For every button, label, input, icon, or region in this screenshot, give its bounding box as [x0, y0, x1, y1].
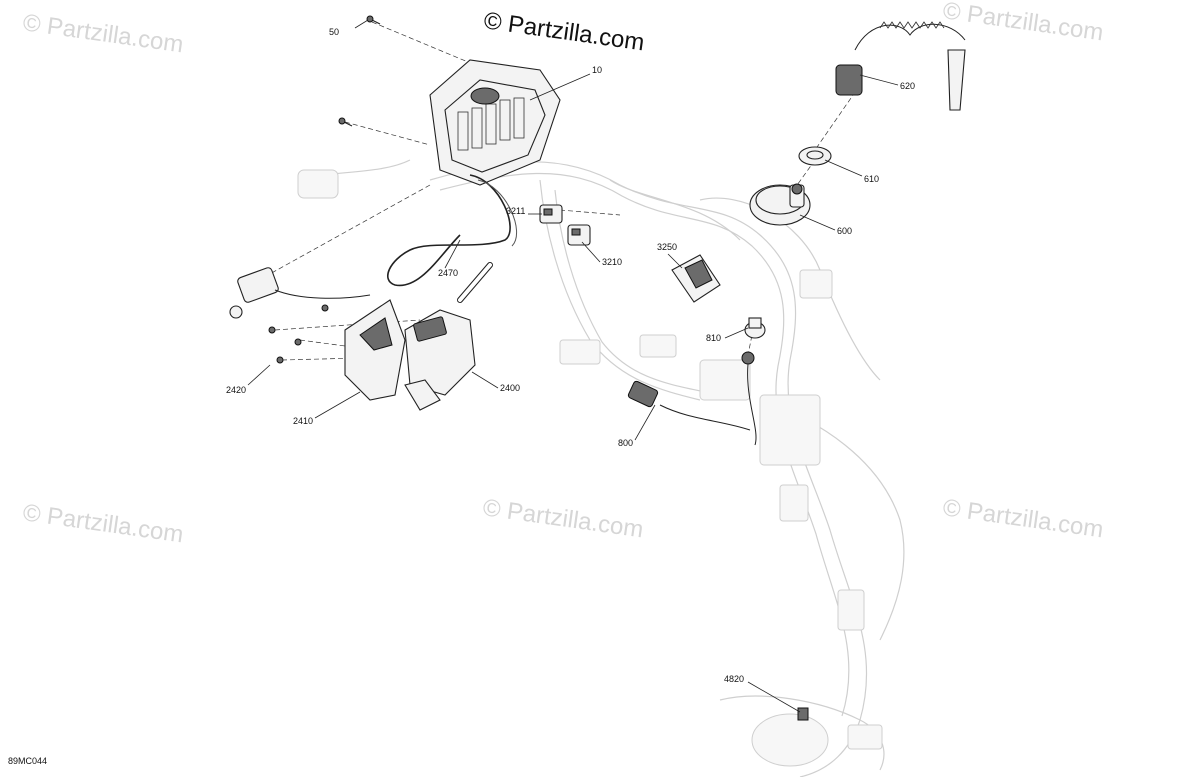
callout-2470: 2470	[438, 268, 458, 278]
callout-600: 600	[837, 226, 852, 236]
background-connector	[847, 724, 883, 750]
part-switch-3250[interactable]	[671, 254, 721, 303]
callout-810: 810	[706, 333, 721, 343]
callout-800: 800	[618, 438, 633, 448]
part-tether-cord-620[interactable]	[835, 21, 966, 111]
background-connector	[837, 589, 865, 631]
part-bracket-2410[interactable]	[344, 299, 406, 401]
background-bracket	[759, 394, 821, 466]
part-ignition-switch-600[interactable]	[749, 183, 811, 226]
callout-3211: 3211	[506, 206, 525, 216]
callout-3210: 3210	[602, 257, 622, 267]
background-connector	[779, 484, 809, 522]
callout-2410: 2410	[293, 416, 313, 426]
part-screw-lower[interactable]	[338, 117, 353, 127]
part-screw-50[interactable]	[366, 15, 381, 25]
part-connector-left[interactable]	[229, 267, 371, 319]
background-module	[699, 359, 751, 401]
part-screws-2420[interactable]	[268, 304, 329, 364]
watermark-top-right: © Partzilla.com	[941, 0, 1105, 46]
watermark-bottom-right: © Partzilla.com	[941, 494, 1105, 543]
callout-2400: 2400	[500, 383, 520, 393]
watermark-top-left: © Partzilla.com	[21, 9, 185, 58]
part-connector-3211[interactable]	[539, 204, 563, 224]
callout-10: 10	[592, 65, 602, 75]
callout-3250: 3250	[657, 242, 677, 252]
callout-2420: 2420	[226, 385, 246, 395]
part-grommet-610[interactable]	[798, 146, 832, 166]
background-connector	[799, 269, 833, 299]
part-gauge-cluster-10[interactable]	[429, 59, 561, 186]
background-component	[751, 713, 829, 767]
background-connector	[639, 334, 677, 358]
callout-50: 50	[329, 27, 339, 37]
watermark-bottom-left: © Partzilla.com	[21, 499, 185, 548]
callout-620: 620	[900, 81, 915, 91]
callout-4820: 4820	[724, 674, 744, 684]
watermark-bottom-center: © Partzilla.com	[481, 494, 645, 543]
callout-labels: 50 10 620 610 600 3211 3210 3250 2470 81…	[226, 27, 915, 684]
part-connector-3210[interactable]	[567, 224, 591, 246]
leader-lines	[247, 19, 899, 713]
part-handlebar-switch-2400[interactable]	[404, 262, 493, 411]
part-fastener-4820[interactable]	[797, 707, 809, 721]
background-harness	[297, 159, 905, 777]
part-hose-2470[interactable]	[387, 174, 518, 287]
callout-610: 610	[864, 174, 879, 184]
diagram-code: 89MC044	[8, 756, 47, 766]
watermark-brand: © Partzilla.com	[482, 7, 646, 56]
part-sensor-810[interactable]	[741, 317, 766, 446]
background-connector	[559, 339, 601, 365]
watermark-layer: © Partzilla.com © Partzilla.com © Partzi…	[21, 0, 1105, 548]
background-connector	[297, 169, 339, 199]
part-sensor-harness-800[interactable]	[627, 380, 751, 431]
